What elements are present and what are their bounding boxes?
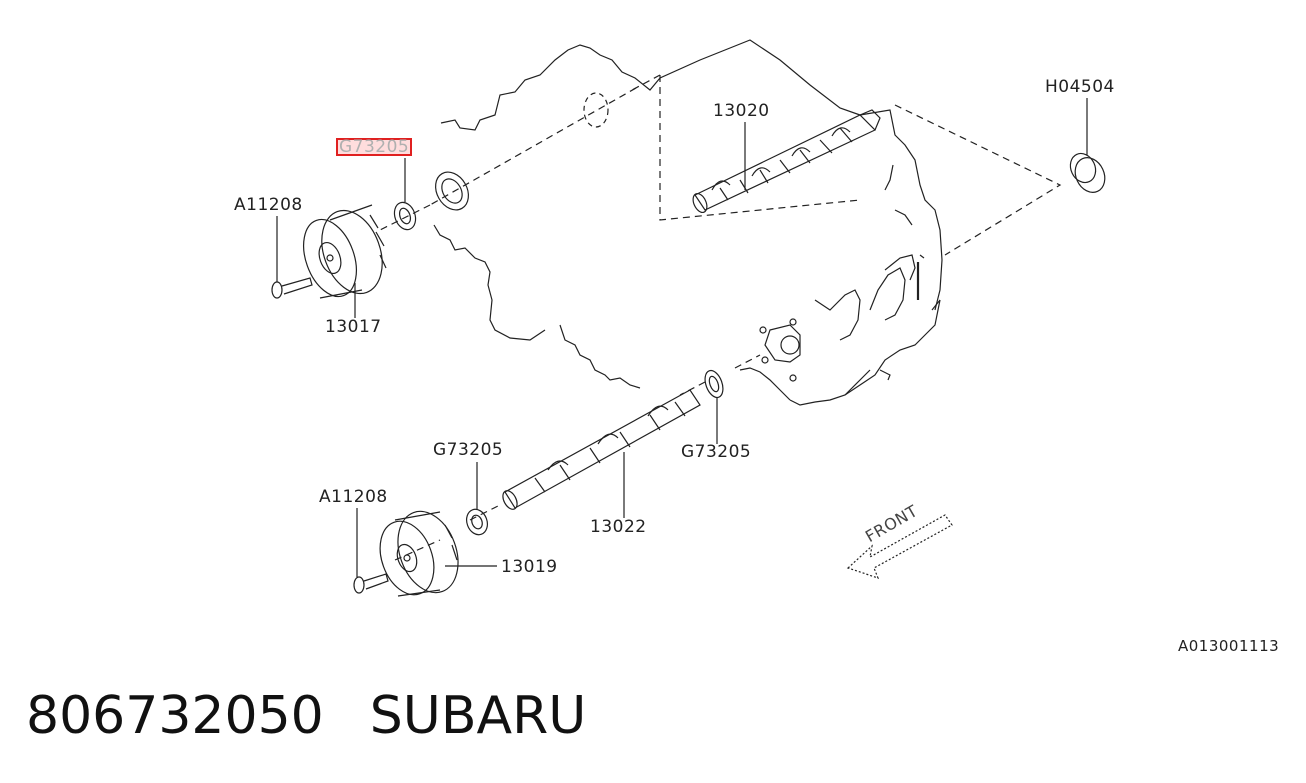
callout-13019[interactable]: 13019 <box>501 557 558 577</box>
callout-g73205-highlighted[interactable]: G73205 <box>336 138 413 156</box>
cylinder-head-outline <box>433 39 943 406</box>
callout-13020[interactable]: 13020 <box>713 101 770 121</box>
head-seal-bore <box>435 171 469 211</box>
plug-h04504 <box>1069 152 1106 193</box>
camshaft-13020 <box>692 109 881 214</box>
callout-13022[interactable]: 13022 <box>590 517 647 537</box>
caption: 806732050 SUBARU <box>26 684 632 748</box>
diagram-code: A013001113 <box>1178 637 1280 655</box>
brand-name: SUBARU <box>369 686 587 746</box>
callout-a11208-bottom[interactable]: A11208 <box>319 487 388 507</box>
seal-g73205-bottom <box>466 508 488 536</box>
camshaft-13022 <box>502 389 701 510</box>
leader-lines <box>276 98 1088 577</box>
seal-g73205-top <box>393 201 417 231</box>
callout-13017[interactable]: 13017 <box>325 317 382 337</box>
seal-g73205-right <box>704 369 724 399</box>
sprocket-13019 <box>379 510 459 597</box>
head-bore-dashed <box>583 92 609 128</box>
bolt-a11208-bottom <box>353 573 389 594</box>
callout-h04504[interactable]: H04504 <box>1045 77 1115 97</box>
callout-g73205-mid-left[interactable]: G73205 <box>433 440 504 460</box>
callout-a11208-top[interactable]: A11208 <box>234 195 303 215</box>
assembly-dashed-lines <box>379 74 1062 561</box>
callout-g73205-mid-right[interactable]: G73205 <box>681 442 752 462</box>
part-number: 806732050 <box>26 686 324 746</box>
bolt-a11208-top <box>271 277 313 299</box>
sprocket-13017 <box>303 204 387 299</box>
